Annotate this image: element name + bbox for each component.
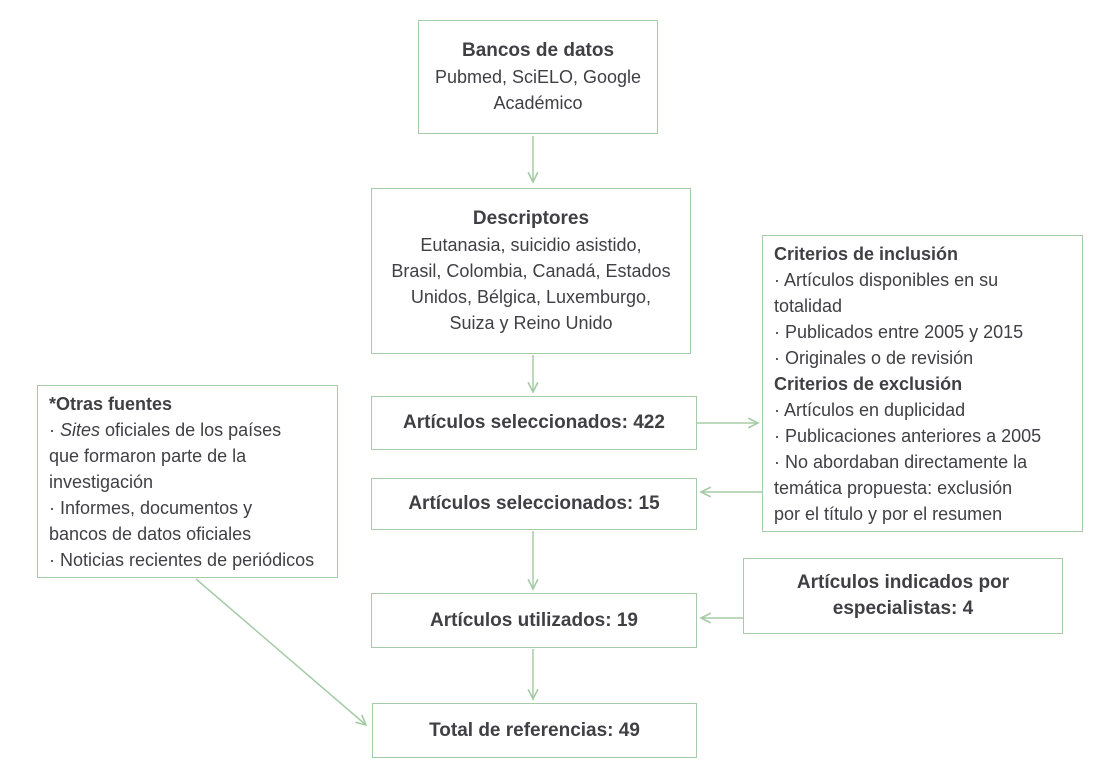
criterios-exclusion-title: Criterios de exclusión <box>774 374 963 394</box>
otras-fuentes-sites-italic: Sites <box>60 420 101 440</box>
otras-fuentes-item-informes: · Informes, documentos y bancos de datos… <box>49 498 253 544</box>
criterios-exclusion-item: · No abordaban directamente la temática … <box>774 452 1028 524</box>
box-bancos-de-datos: Bancos de datos Pubmed, SciELO, Google A… <box>418 20 658 134</box>
criterios-inclusion-item: · Artículos disponibles en su totalidad <box>774 270 999 316</box>
box-articulos-utilizados-19: Artículos utilizados: 19 <box>371 593 697 648</box>
criterios-exclusion-item: · Publicaciones anteriores a 2005 <box>774 426 1042 446</box>
criterios-inclusion-title: Criterios de inclusión <box>774 244 959 264</box>
box-articulos-especialistas: Artículos indicados por especialistas: 4 <box>743 558 1063 634</box>
otras-fuentes-bullet: · <box>49 420 60 440</box>
box-criterios: Criterios de inclusión · Artículos dispo… <box>762 235 1083 532</box>
box-articulos-seleccionados-15: Artículos seleccionados: 15 <box>371 478 697 530</box>
seleccionados-15-label: Artículos seleccionados: 15 <box>408 493 660 514</box>
arrow-otras-fuentes-to-total <box>195 578 366 725</box>
box-descriptores: Descriptores Eutanasia, suicidio asistid… <box>371 188 691 354</box>
otras-fuentes-item-sites: · Sites oficiales de los países que form… <box>49 417 326 495</box>
bancos-body: Pubmed, SciELO, Google Académico <box>434 67 642 113</box>
criterios-inclusion-item: · Originales o de revisión <box>774 348 974 368</box>
box-articulos-seleccionados-422: Artículos seleccionados: 422 <box>371 396 697 450</box>
otras-fuentes-title: *Otras fuentes <box>49 394 173 414</box>
criterios-inclusion-item: · Publicados entre 2005 y 2015 <box>774 322 1024 342</box>
bancos-title: Bancos de datos <box>461 40 615 61</box>
especialistas-label: Artículos indicados por especialistas: 4 <box>796 572 1010 619</box>
seleccionados-422-label: Artículos seleccionados: 422 <box>403 412 665 433</box>
box-total-referencias-49: Total de referencias: 49 <box>372 703 697 758</box>
descriptores-title: Descriptores <box>472 208 590 229</box>
descriptores-body: Eutanasia, suicidio asistido, Brasil, Co… <box>391 235 671 333</box>
criterios-exclusion-item: · Artículos en duplicidad <box>774 400 966 420</box>
utilizados-19-label: Artículos utilizados: 19 <box>430 609 638 631</box>
total-referencias-label: Total de referencias: 49 <box>429 719 640 741</box>
otras-fuentes-sites-rest: oficiales de los países que formaron par… <box>49 420 282 492</box>
box-otras-fuentes: *Otras fuentes · Sites oficiales de los … <box>37 385 338 578</box>
otras-fuentes-item-noticias: · Noticias recientes de periódicos <box>49 550 315 570</box>
